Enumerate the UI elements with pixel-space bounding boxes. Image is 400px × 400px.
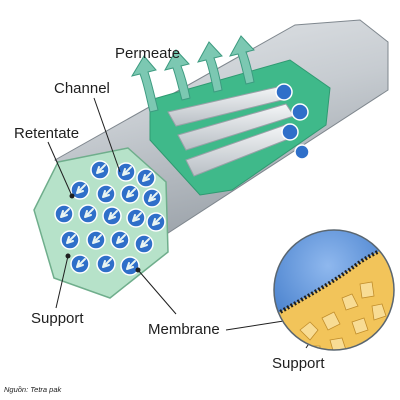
- permeate-arrows: [130, 35, 255, 113]
- flow-arrow-icon: [102, 188, 112, 198]
- flow-arrow-icon: [116, 234, 126, 244]
- interior-channel-ends: [275, 83, 310, 160]
- flow-arrow-icon: [84, 208, 94, 218]
- membrane-dot: [135, 267, 141, 273]
- label-support-detail: Support: [272, 355, 325, 372]
- flow-arrow-icon: [102, 258, 112, 268]
- label-membrane: Membrane: [148, 321, 220, 338]
- flow-arrow-icon: [76, 258, 86, 268]
- flow-arrow-icon: [132, 212, 142, 222]
- membrane-detail-magnifier: [273, 229, 395, 351]
- retentate-dot: [69, 193, 75, 199]
- label-retentate: Retentate: [14, 125, 80, 142]
- end-face-channels: [54, 160, 166, 276]
- flow-arrow-icon: [92, 234, 102, 244]
- flow-arrow-icon: [148, 192, 158, 202]
- leader-lines: [47, 97, 319, 349]
- channel-rods: [167, 85, 297, 177]
- label-support-left: Support: [31, 310, 84, 327]
- flow-arrow-icon: [140, 238, 150, 248]
- support-dot-left: [65, 253, 71, 259]
- flow-arrow-icon: [96, 164, 106, 174]
- flow-arrow-icon: [122, 166, 132, 176]
- flow-arrow-icon: [152, 216, 162, 226]
- flow-arrow-icon: [76, 184, 86, 194]
- flow-arrow-icon: [126, 260, 136, 270]
- flow-arrow-icon: [126, 188, 136, 198]
- source-credit: Nguồn: Tetra pak: [4, 385, 62, 394]
- flow-arrow-icon: [66, 234, 76, 244]
- flow-arrow-icon: [60, 208, 70, 218]
- label-permeate: Permeate: [115, 45, 181, 62]
- flow-arrow-icon: [108, 210, 118, 220]
- flow-arrow-icon: [142, 172, 152, 182]
- label-channel: Channel: [54, 80, 110, 97]
